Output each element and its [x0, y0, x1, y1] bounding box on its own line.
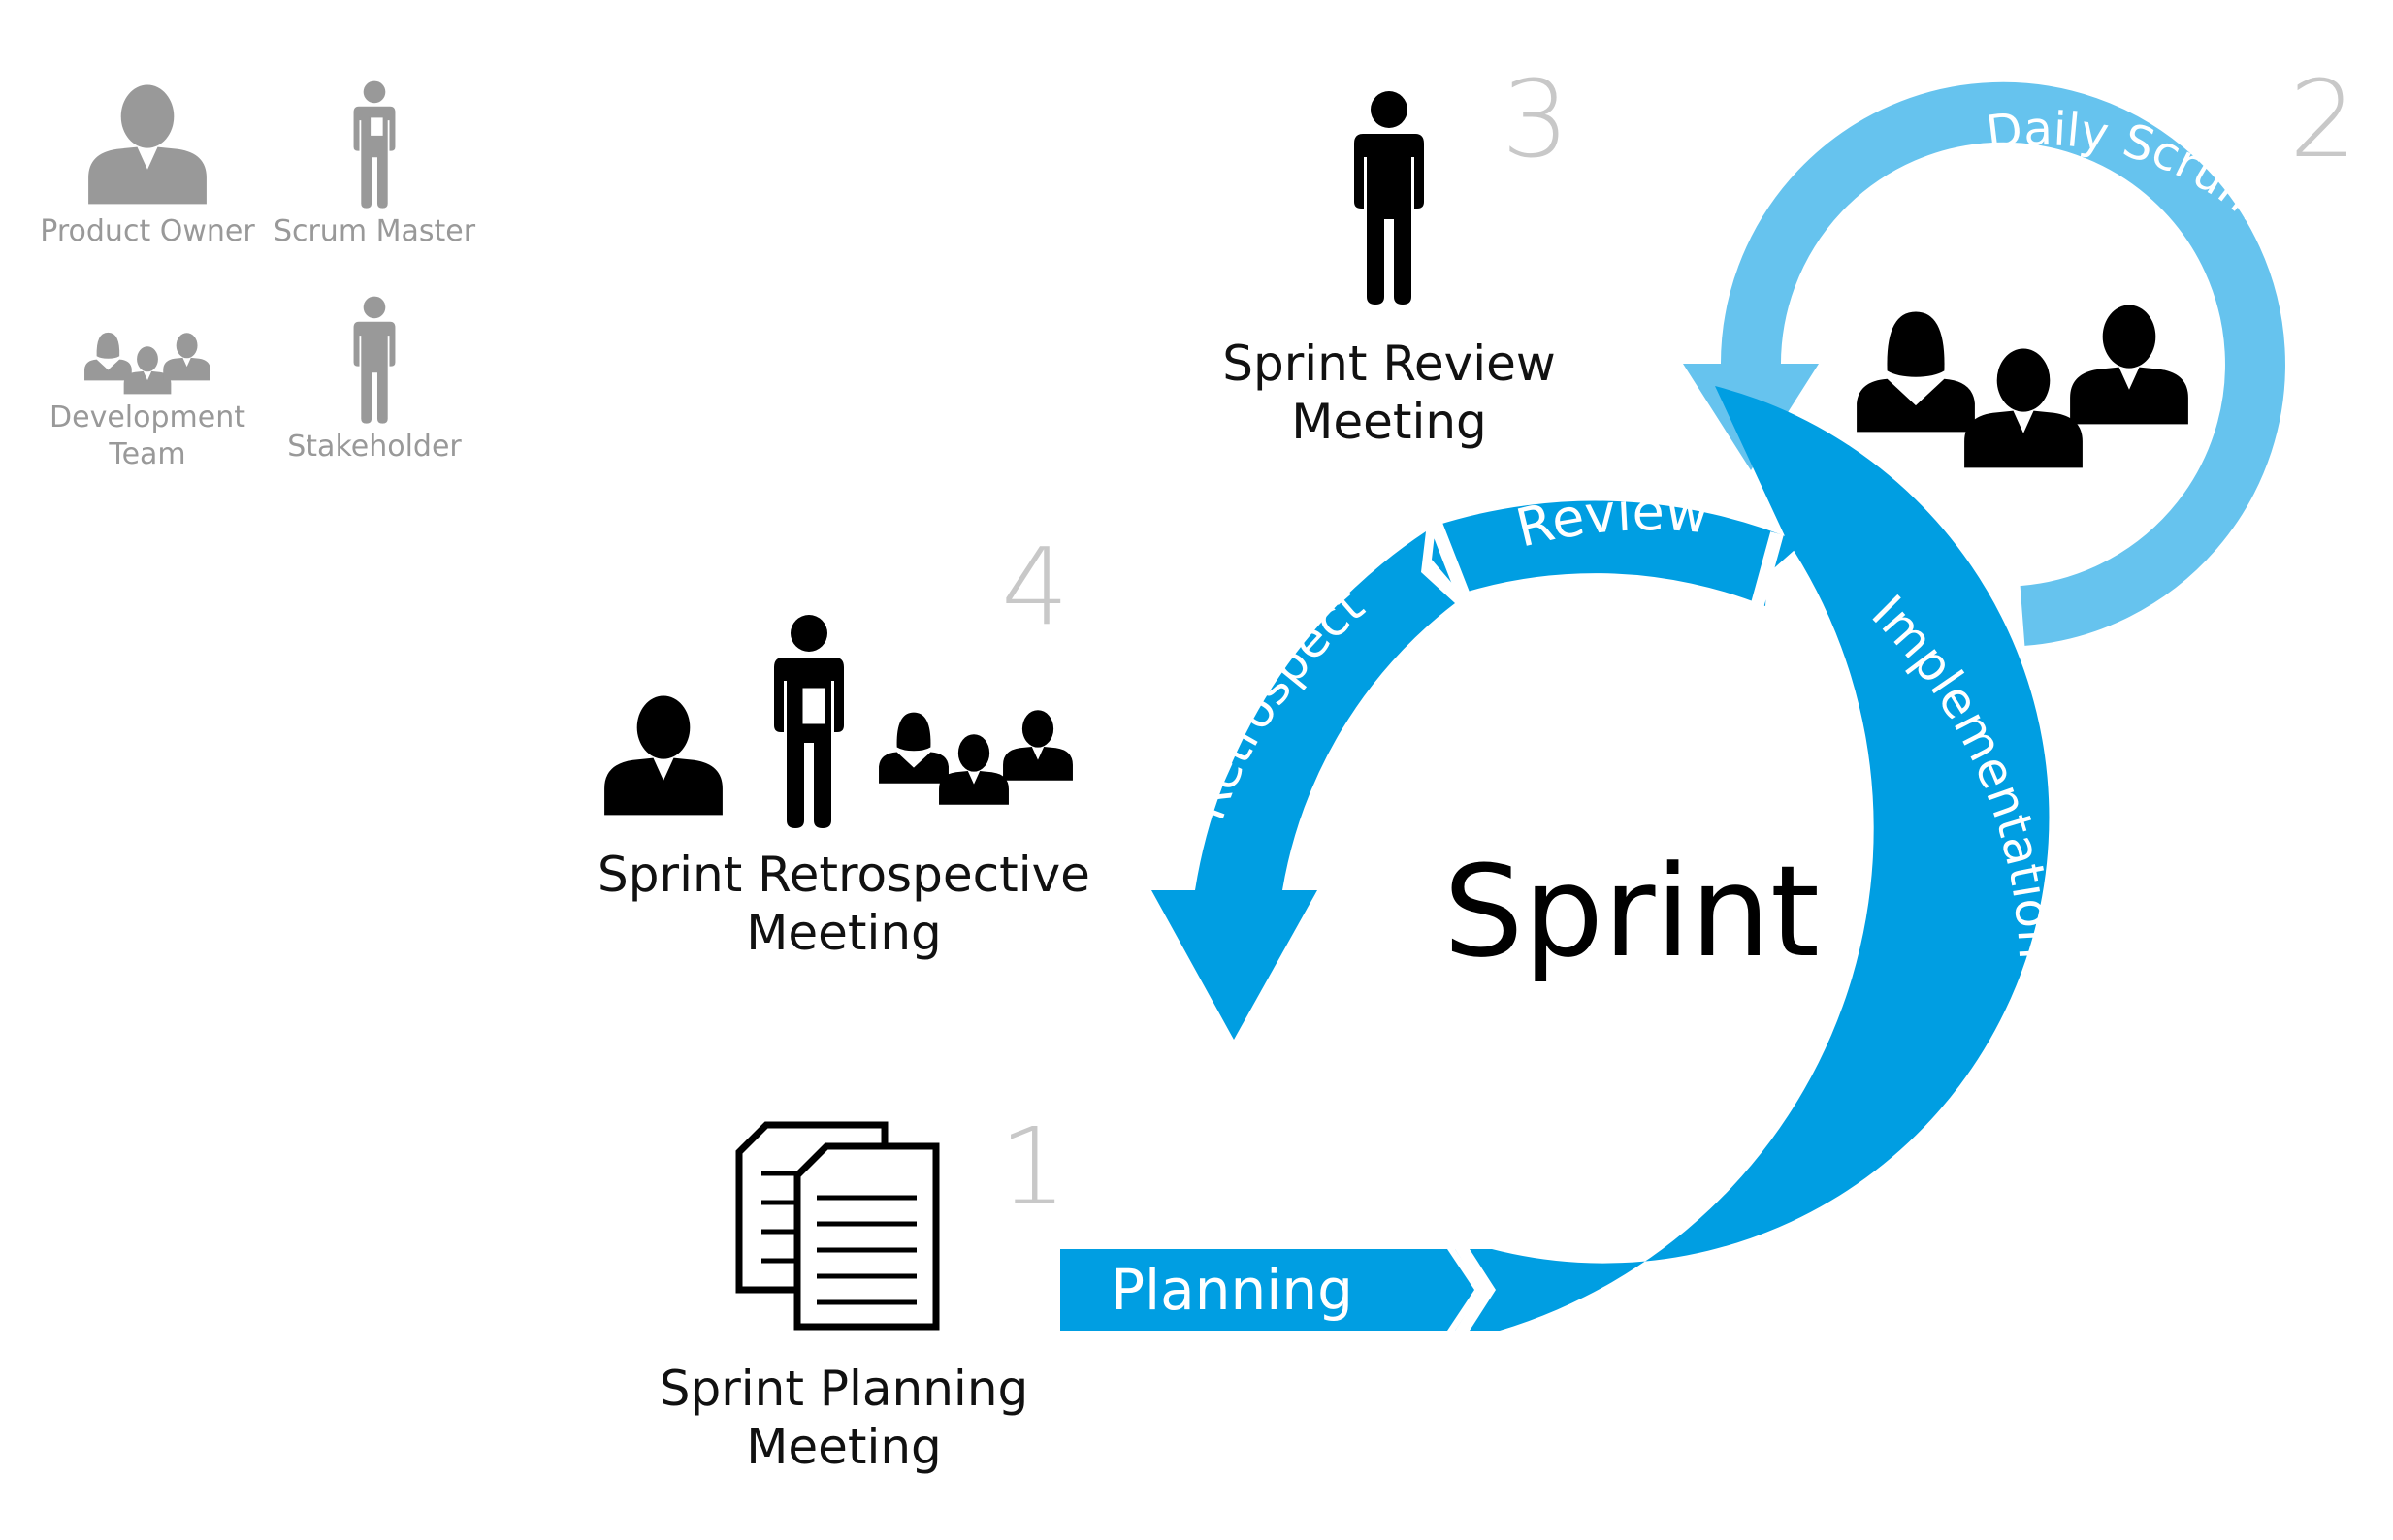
legend-stakeholder: Stakeholder — [258, 293, 491, 465]
documents-icon — [735, 1121, 940, 1331]
standing-person-icon — [353, 296, 396, 424]
sprint-review-line2: Meeting — [1291, 394, 1487, 450]
daily-scrum-team-icon — [1857, 305, 2188, 468]
step-number-4: 4 — [1001, 525, 1069, 649]
sprint-planning-caption: Sprint Planning Meeting — [640, 1360, 1048, 1476]
sprint-planning-line1: Sprint Planning — [659, 1361, 1029, 1417]
daily-scrum-arc — [1720, 81, 2285, 646]
step-number-2: 2 — [2289, 57, 2357, 181]
review-band — [1432, 500, 1802, 606]
planning-band — [1060, 1249, 1474, 1331]
businessman-icon — [88, 84, 207, 205]
stakeholder-icon — [1354, 91, 1424, 305]
retrospect-band — [1195, 531, 1455, 890]
step-number-3: 3 — [1502, 57, 1569, 181]
retrospect-arrowhead — [1151, 890, 1317, 1040]
step-number-1: 1 — [999, 1105, 1067, 1229]
sprint-review-caption: Sprint Review Meeting — [1195, 335, 1583, 451]
legend-scrum-master: Scrum Master — [258, 78, 491, 250]
legend-label-stakeholder: Stakeholder — [287, 430, 462, 464]
sprint-retrospective-caption: Sprint Retrospective Meeting — [582, 846, 1106, 962]
legend-development-team: Development Team — [31, 312, 264, 473]
legend-label-development-team-1: Development — [49, 401, 245, 434]
retrospective-participants-icon — [604, 615, 1073, 828]
team-group-icon — [84, 332, 210, 395]
implementation-band — [1455, 386, 2050, 1331]
sprint-center-label: Sprint — [1443, 838, 1820, 985]
legend-label-development-team-2: Team — [109, 437, 186, 471]
sprint-review-line1: Sprint Review — [1222, 336, 1556, 392]
sprint-retrospective-line2: Meeting — [746, 905, 942, 961]
legend-product-owner: Product Owner — [31, 78, 264, 250]
planning-label: Planning — [1111, 1257, 1353, 1323]
legend-label-product-owner: Product Owner — [40, 214, 255, 248]
person-with-clipboard-icon — [353, 80, 396, 209]
sprint-retrospective-line1: Sprint Retrospective — [598, 847, 1090, 903]
legend-label-scrum-master: Scrum Master — [273, 214, 476, 248]
sprint-planning-line2: Meeting — [746, 1419, 942, 1475]
